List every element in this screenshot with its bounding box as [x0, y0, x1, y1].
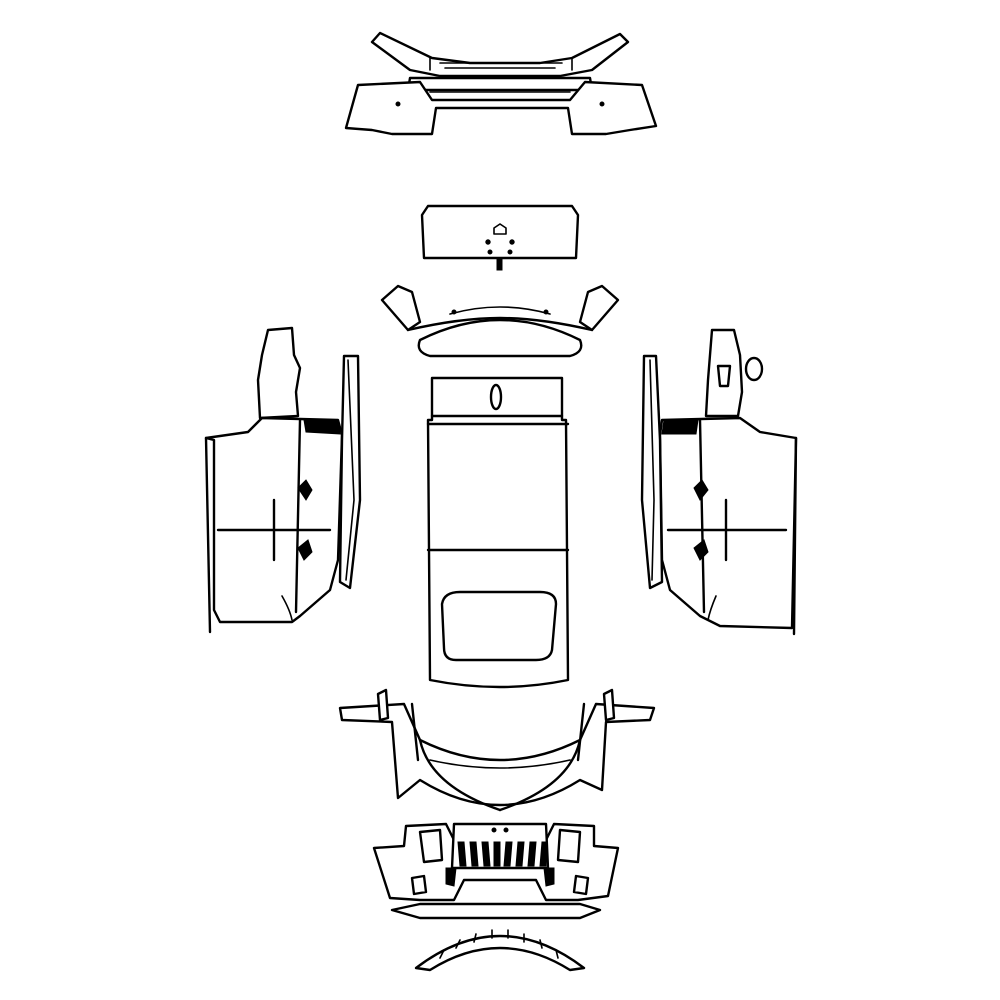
- front-splitter-arc: [414, 929, 586, 972]
- right-side-quarter-and-door: [640, 328, 798, 636]
- front-bumper-grille: [372, 822, 620, 902]
- rear-trunk-lid-with-lights: [380, 284, 620, 358]
- rear-license-panel: [420, 204, 580, 271]
- roof-hood-center-panel: [426, 376, 570, 689]
- left-side-quarter-and-door: [204, 326, 362, 634]
- front-hood-and-fenders: [338, 688, 656, 812]
- front-bumper-lip: [390, 902, 602, 920]
- rear-bumper-cover: [344, 80, 658, 136]
